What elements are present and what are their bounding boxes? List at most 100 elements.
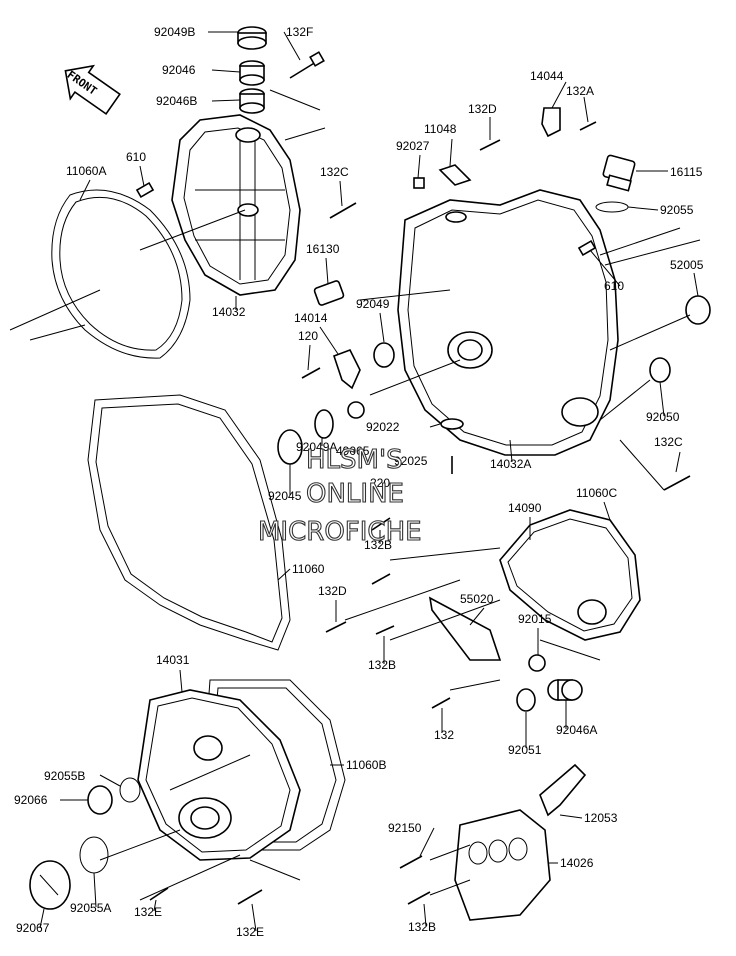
seal-92049a <box>314 409 334 439</box>
dowel-610 <box>135 181 155 199</box>
part-label-120: 120 <box>298 329 318 343</box>
bolt-120 <box>301 367 321 379</box>
gasket-11060a <box>51 189 191 359</box>
part-label-132a: 132A <box>566 84 594 98</box>
crankcase-14032a <box>397 189 619 456</box>
overlap-text-2: 92025 <box>394 454 428 468</box>
part-label-11060: 11060 <box>292 562 325 576</box>
part-label-12053: 12053 <box>584 811 618 825</box>
part-label-92067: 92067 <box>16 921 50 935</box>
part-label-132f: 132F <box>286 25 313 39</box>
nut-small <box>347 401 365 419</box>
bearing-stack <box>237 26 267 114</box>
sensor-16130 <box>313 280 345 306</box>
o-ring-92055b <box>119 777 141 803</box>
part-label-14026: 14026 <box>560 856 594 870</box>
part-label-132b: 132B <box>408 920 436 934</box>
part-label-14014: 14014 <box>294 311 328 325</box>
seal-52005 <box>685 295 711 325</box>
overlap-text-3: 220 <box>370 476 390 490</box>
bolt-132b-lower <box>375 625 395 635</box>
bolt-132 <box>431 697 451 709</box>
bolt-132e-left <box>149 887 169 901</box>
part-label-92046b: 92046B <box>156 94 197 108</box>
part-label-14032a: 14032A <box>490 457 531 471</box>
part-label-14044: 14044 <box>530 69 564 83</box>
seal-92051 <box>516 688 536 712</box>
bolt-132b-mid2 <box>371 573 391 585</box>
plug-92067 <box>29 860 71 910</box>
nut-92015 <box>528 654 546 672</box>
plate-11048 <box>438 164 472 186</box>
plug-92066 <box>87 785 113 815</box>
clutch-cover-14032 <box>171 114 301 296</box>
bolt-92150 <box>399 855 423 869</box>
bracket-12053 <box>539 763 587 817</box>
overlap-text-1: 49065 <box>336 444 370 458</box>
bolt-132a <box>579 121 597 131</box>
bolt-132d-mid <box>325 621 347 633</box>
sprocket-cover-14026 <box>454 809 551 921</box>
part-label-14031: 14031 <box>156 653 190 667</box>
part-label-92051: 92051 <box>508 743 542 757</box>
part-label-11048: 11048 <box>424 122 457 136</box>
cap-16115 <box>602 154 636 192</box>
part-label-92055a: 92055A <box>70 901 111 915</box>
cover-14090 <box>499 509 641 641</box>
bolt-132d <box>479 139 501 151</box>
watermark: HLSM'S ONLINE MICROFICHE <box>257 444 422 547</box>
bolt-132b-mid <box>371 517 391 531</box>
seal-92050 <box>649 357 671 383</box>
o-ring-92055 <box>595 201 629 213</box>
washer-92022 <box>440 418 464 430</box>
generator-cover-14031 <box>137 689 301 861</box>
part-label-92066: 92066 <box>14 793 48 807</box>
part-label-52005: 52005 <box>670 258 704 272</box>
watermark-line-3: MICROFICHE <box>258 517 422 547</box>
bolt-132f <box>289 51 325 79</box>
part-label-55020: 55020 <box>460 592 494 606</box>
part-label-132b: 132B <box>364 538 392 552</box>
part-label-132d: 132D <box>468 102 497 116</box>
bolt-132c-top <box>329 202 357 219</box>
part-label-132d: 132D <box>318 584 347 598</box>
part-label-92046: 92046 <box>162 63 196 77</box>
part-label-14032: 14032 <box>212 305 246 319</box>
bolt-132b-bottom <box>407 891 431 905</box>
bolt-132e-right <box>237 889 263 905</box>
part-label-92045: 92045 <box>268 489 302 503</box>
part-label-92055b: 92055B <box>44 769 85 783</box>
watermark-line-1: HLSM'S <box>306 445 403 475</box>
bracket-55020 <box>428 596 502 661</box>
watermark-line-2: ONLINE <box>306 479 404 509</box>
part-label-92027: 92027 <box>396 139 430 153</box>
lever-14014 <box>332 348 361 390</box>
part-label-132e: 132E <box>134 905 162 919</box>
part-label-16130: 16130 <box>306 242 340 256</box>
part-label-132b: 132B <box>368 658 396 672</box>
part-label-14090: 14090 <box>508 501 542 515</box>
part-label-92150: 92150 <box>388 821 422 835</box>
part-label-132: 132 <box>434 728 454 742</box>
part-label-11060b: 11060B <box>346 758 386 772</box>
dowel-92027 <box>413 177 425 189</box>
part-label-16115: 16115 <box>670 165 703 179</box>
front-arrow-icon: FRONT <box>64 64 121 116</box>
part-label-92022: 92022 <box>366 420 400 434</box>
part-label-92015: 92015 <box>518 612 552 626</box>
part-label-132c: 132C <box>654 435 683 449</box>
part-label-92049b: 92049B <box>154 25 195 39</box>
part-label-92055: 92055 <box>660 203 694 217</box>
part-label-132c: 132C <box>320 165 349 179</box>
part-label-92049a: 92049A <box>296 440 337 454</box>
o-ring-92055a <box>79 836 109 874</box>
bearing-92046a <box>547 679 583 701</box>
seal-92049 <box>373 342 395 368</box>
gasket-11060 <box>87 394 291 651</box>
part-label-610: 610 <box>126 150 146 164</box>
part-label-92046a: 92046A <box>556 723 597 737</box>
part-label-11060c: 11060C <box>576 486 617 500</box>
bolt-132c-right <box>663 475 691 491</box>
